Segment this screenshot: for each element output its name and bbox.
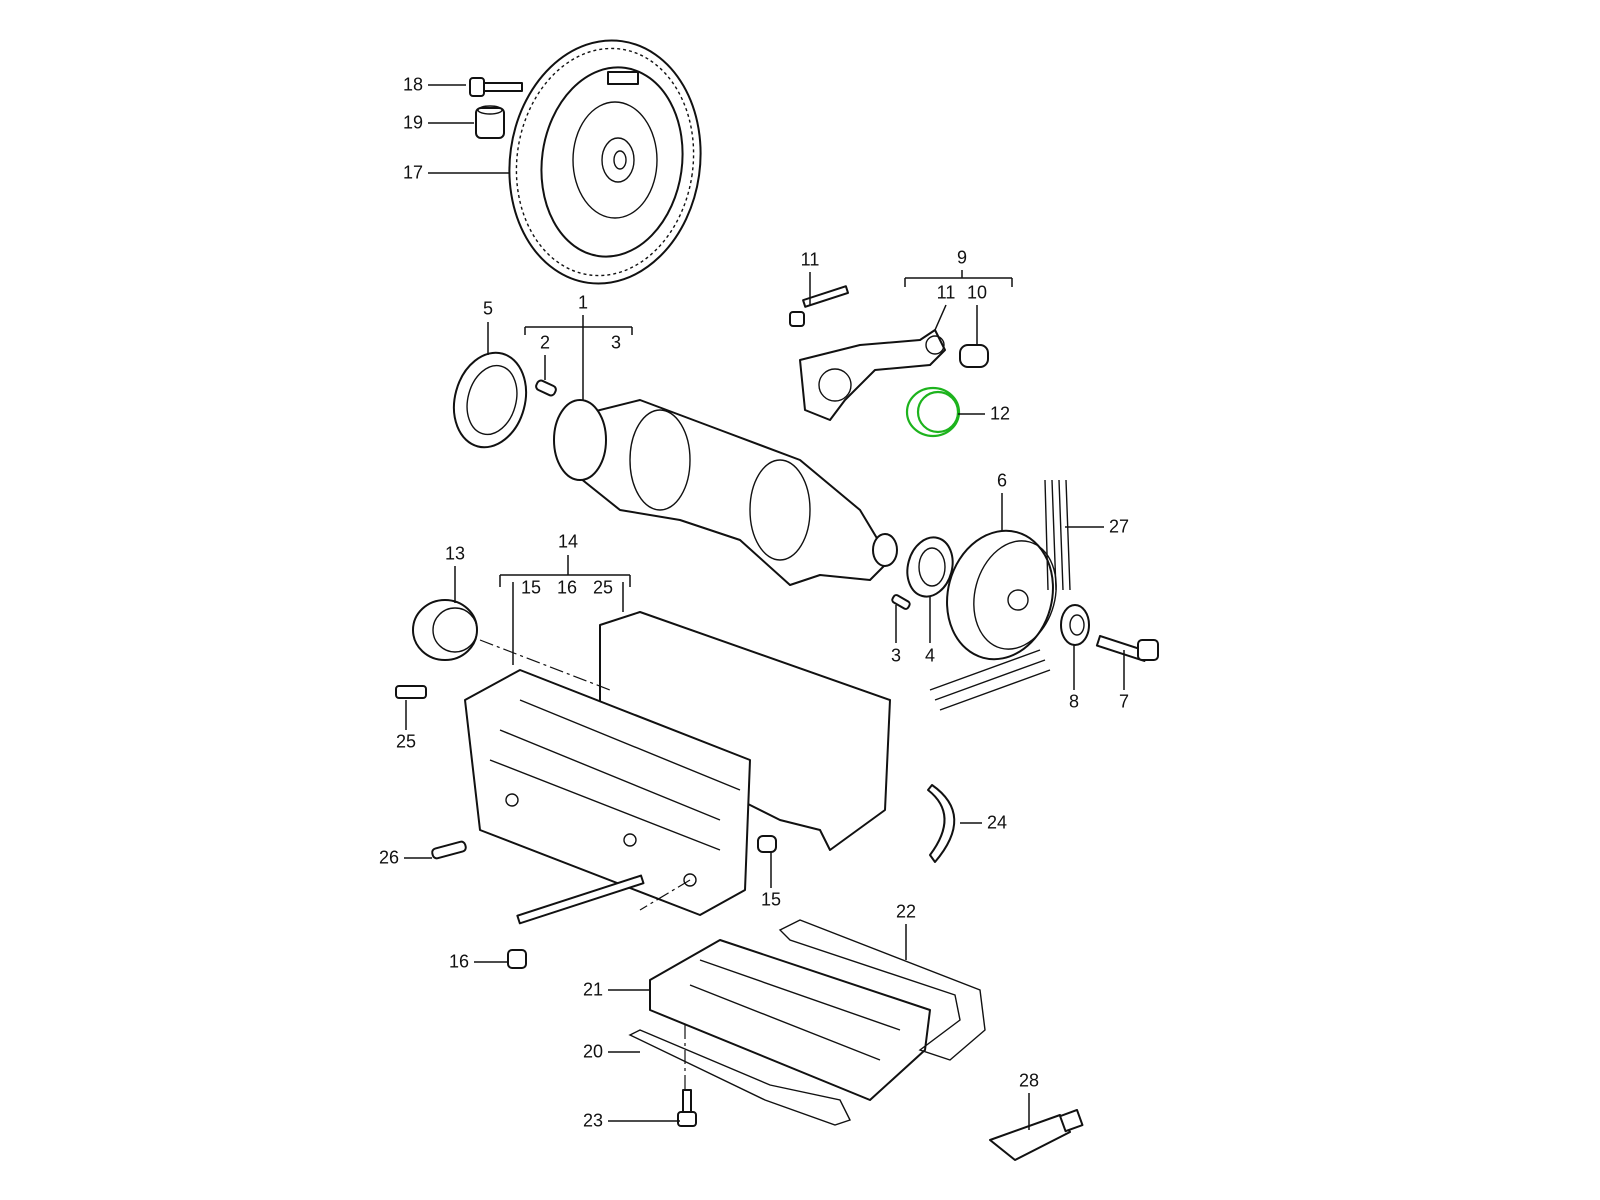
callout-15-sleeve[interactable]: 15 bbox=[760, 889, 782, 910]
bearing-shell-part-13[interactable] bbox=[412, 599, 478, 661]
callout-2[interactable]: 2 bbox=[539, 332, 551, 353]
pulley-part-6[interactable] bbox=[933, 519, 1068, 671]
callout-13[interactable]: 13 bbox=[444, 543, 466, 564]
callout-16[interactable]: 16 bbox=[556, 577, 578, 598]
bolt-part-11[interactable] bbox=[789, 285, 850, 327]
callout-15[interactable]: 15 bbox=[520, 577, 542, 598]
sealant-tube-part-28[interactable] bbox=[989, 1109, 1084, 1161]
pin-part-3[interactable] bbox=[891, 594, 911, 610]
callout-3-lower[interactable]: 3 bbox=[890, 645, 902, 666]
sleeve-part-15[interactable] bbox=[757, 835, 777, 853]
callout-25-stud[interactable]: 25 bbox=[395, 731, 417, 752]
callout-17[interactable]: 17 bbox=[402, 162, 424, 183]
callout-24[interactable]: 24 bbox=[986, 812, 1008, 833]
callout-25[interactable]: 25 bbox=[592, 577, 614, 598]
callout-11-sub[interactable]: 11 bbox=[936, 282, 956, 303]
gasket-part-20[interactable] bbox=[628, 1029, 851, 1126]
leader-lines bbox=[404, 84, 1125, 1130]
dowel-part-26[interactable] bbox=[431, 840, 467, 860]
bushing-part-10[interactable] bbox=[959, 344, 989, 368]
callout-20[interactable]: 20 bbox=[582, 1041, 604, 1062]
gasket-part-22[interactable] bbox=[778, 919, 986, 1061]
callout-23[interactable]: 23 bbox=[582, 1110, 604, 1131]
flywheel-part-17[interactable] bbox=[494, 28, 716, 296]
oil-baffle-part-21[interactable] bbox=[649, 939, 931, 1101]
crankshaft-part-1[interactable] bbox=[553, 399, 898, 586]
connecting-rod-part-9[interactable] bbox=[799, 329, 946, 421]
callout-9[interactable]: 9 bbox=[956, 247, 968, 268]
nut-part-19[interactable] bbox=[475, 105, 505, 139]
bearing-shell-part-12[interactable] bbox=[905, 386, 961, 438]
thrust-washer-part-24[interactable] bbox=[927, 784, 956, 863]
callout-3[interactable]: 3 bbox=[610, 332, 622, 353]
belt-part-27[interactable] bbox=[929, 479, 1071, 711]
seal-part-5[interactable] bbox=[444, 345, 536, 456]
callout-4[interactable]: 4 bbox=[924, 645, 936, 666]
callout-5[interactable]: 5 bbox=[482, 298, 494, 319]
callout-22[interactable]: 22 bbox=[895, 901, 917, 922]
stud-part-25[interactable] bbox=[395, 685, 427, 699]
washer-part-8[interactable] bbox=[1060, 604, 1090, 646]
bolt-part-7[interactable] bbox=[1095, 635, 1159, 662]
callout-18[interactable]: 18 bbox=[402, 74, 424, 95]
callout-21[interactable]: 21 bbox=[582, 979, 604, 1000]
callout-28[interactable]: 28 bbox=[1018, 1070, 1040, 1091]
callout-27[interactable]: 27 bbox=[1108, 516, 1130, 537]
seal-part-4[interactable] bbox=[901, 532, 959, 601]
callout-14[interactable]: 14 bbox=[557, 531, 579, 552]
callout-8[interactable]: 8 bbox=[1068, 691, 1080, 712]
pin-part-2[interactable] bbox=[535, 379, 557, 397]
callout-1[interactable]: 1 bbox=[577, 292, 589, 313]
callout-7[interactable]: 7 bbox=[1118, 691, 1130, 712]
callout-19[interactable]: 19 bbox=[402, 112, 424, 133]
callout-6[interactable]: 6 bbox=[996, 470, 1008, 491]
callout-10[interactable]: 10 bbox=[966, 282, 988, 303]
callout-26[interactable]: 26 bbox=[378, 847, 400, 868]
crankcase-part-14[interactable] bbox=[464, 611, 891, 916]
bolt-part-18[interactable] bbox=[469, 77, 523, 97]
bolt-part-16[interactable] bbox=[507, 874, 645, 969]
callout-12[interactable]: 12 bbox=[989, 403, 1011, 424]
callout-16-bolt[interactable]: 16 bbox=[448, 951, 470, 972]
bolt-part-23[interactable] bbox=[677, 1089, 697, 1127]
callout-11[interactable]: 11 bbox=[800, 249, 820, 270]
